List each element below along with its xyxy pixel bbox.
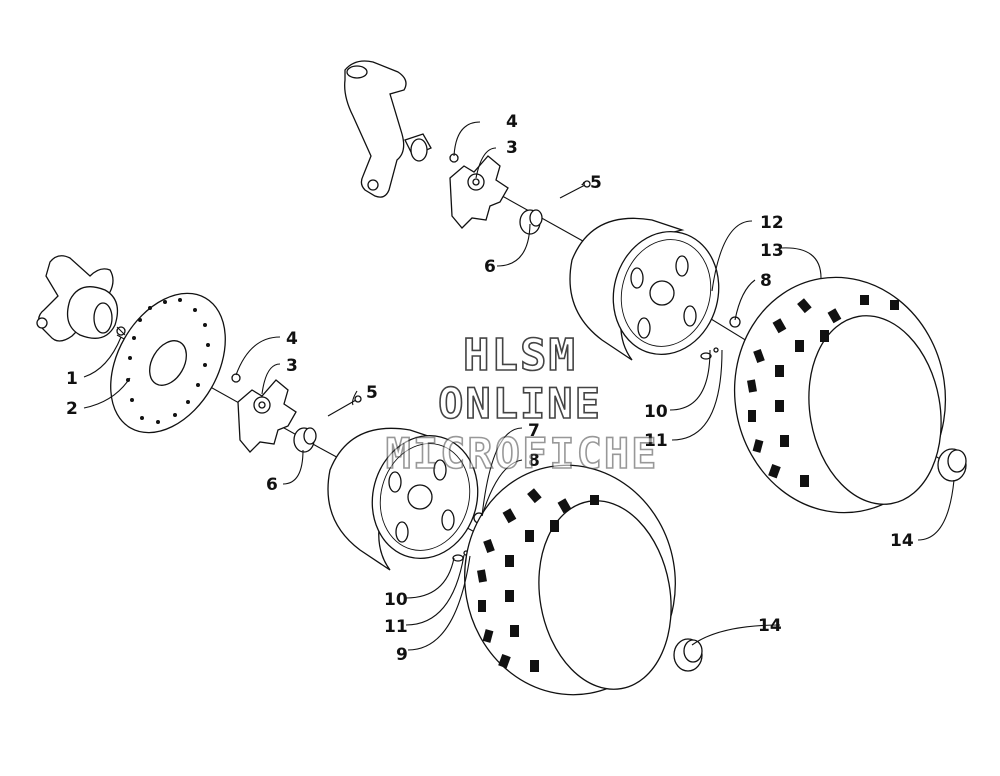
rim-front [327,427,479,571]
cotter-pin-front [327,395,362,417]
callout-5-front: 5 [366,383,378,403]
lug-nut-rear [729,316,741,328]
watermark-line-3: MICROFICHE [386,429,659,478]
callout-3-rear: 3 [506,138,518,158]
callout-2: 2 [66,399,78,419]
callout-7: 7 [528,421,540,441]
callout-8-rear: 8 [760,271,772,291]
callout-1: 1 [66,369,78,389]
hub-front [237,379,297,453]
stud-front [231,373,241,383]
tire-front [464,464,676,696]
upper-knuckle [344,60,432,198]
callout-13: 13 [760,241,784,261]
callout-10-rear: 10 [644,402,668,422]
leader-lines [83,121,955,651]
callout-9: 9 [396,645,408,665]
rim-rear [569,217,720,361]
callout-5-rear: 5 [590,173,602,193]
callouts: 1 2 4 3 5 6 7 8 10 11 9 4 3 5 6 12 13 8 … [66,112,914,665]
hub-cap-front [673,638,703,672]
castle-nut-rear [519,209,543,235]
callout-6-front: 6 [266,475,278,495]
brake-disc [110,292,226,434]
callout-8-front: 8 [528,451,540,471]
callout-6-rear: 6 [484,257,496,277]
watermark-line-1: HLSM [463,330,577,381]
watermark-line-2: ONLINE [438,379,602,428]
cotter-pin-rear [559,180,591,199]
disc-bolt [116,326,126,336]
hub-cap-rear [937,448,967,482]
callout-14-rear: 14 [890,531,914,551]
callout-11-front: 11 [384,617,408,637]
callout-12: 12 [760,213,784,233]
valve-stem-rear [700,347,719,360]
callout-3-front: 3 [286,356,298,376]
callout-11-rear: 11 [644,431,668,451]
tire-rear [733,276,947,514]
hub-rear [449,155,509,229]
lower-knuckle [36,255,119,342]
callout-10-front: 10 [384,590,408,610]
watermark: HLSM ONLINE MICROFICHE [385,329,659,479]
callout-4-front: 4 [286,329,298,349]
castle-nut-front [293,427,317,453]
callout-4-rear: 4 [506,112,518,132]
callout-14-front: 14 [758,616,782,636]
